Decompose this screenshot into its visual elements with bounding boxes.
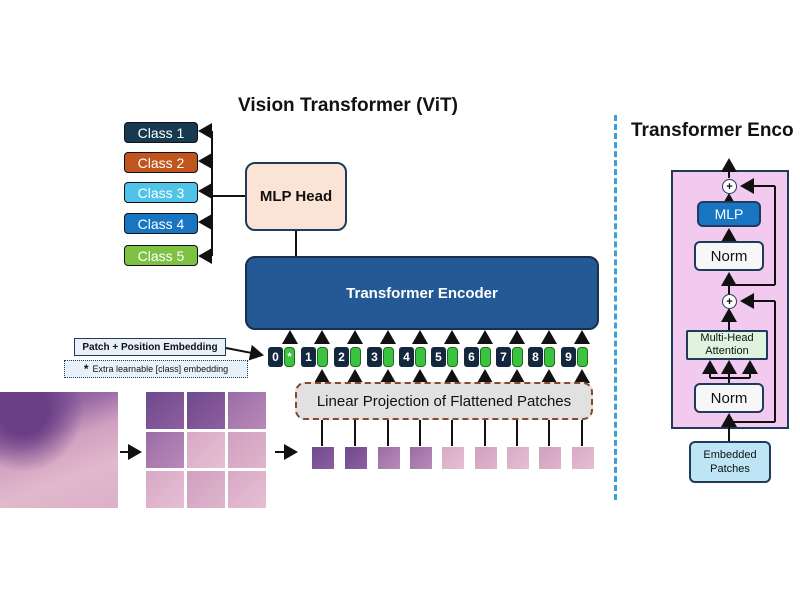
patch-position-embedding-text: Patch + Position Embedding: [82, 341, 218, 353]
encoder-mlp-box: MLP: [697, 201, 761, 227]
token-number-6-text: 6: [468, 350, 475, 364]
extra-class-embedding-label: * Extra learnable [class] embedding: [64, 360, 248, 378]
token-vector-1: [317, 347, 328, 367]
flattened-patch-6: [475, 447, 497, 469]
patch-grid-image: [146, 392, 266, 508]
class-2-box: Class 2: [124, 152, 198, 173]
token-vector-7: [512, 347, 523, 367]
class-3-box: Class 3: [124, 182, 198, 203]
flattened-patch-7: [507, 447, 529, 469]
token-number-8: 8: [528, 347, 543, 367]
flattened-patch-9: [572, 447, 594, 469]
token-number-8-text: 8: [532, 350, 539, 364]
grid-patch: [187, 431, 225, 469]
grid-patch: [146, 392, 184, 429]
grid-patch: [228, 471, 266, 508]
encoder-detail-title: Transformer Enco: [631, 120, 794, 141]
linear-projection-label: Linear Projection of Flattened Patches: [316, 392, 572, 410]
class-4-label: Class 4: [137, 215, 185, 232]
class-token-mark: *: [287, 351, 292, 363]
grid-patch: [228, 431, 266, 469]
token-number-0-text: 0: [272, 350, 279, 364]
residual-add-bottom-symbol: +: [726, 295, 733, 308]
mlp-head-box: MLP Head: [245, 162, 347, 231]
token-vector-9: [577, 347, 588, 367]
grid-patch: [146, 471, 184, 508]
token-number-4-text: 4: [403, 350, 410, 364]
multi-head-attention-label: Multi-Head Attention: [700, 332, 754, 357]
extra-class-embedding-star: *: [83, 362, 89, 376]
token-number-9: 9: [561, 347, 576, 367]
grid-patch: [146, 431, 184, 469]
flattened-patch-1: [312, 447, 334, 469]
token-number-2: 2: [334, 347, 349, 367]
flattened-patch-3: [378, 447, 400, 469]
token-number-5: 5: [431, 347, 446, 367]
patch-position-embedding-label: Patch + Position Embedding: [74, 338, 226, 356]
mlp-head-label: MLP Head: [259, 188, 333, 205]
embedded-patches-box: Embedded Patches: [689, 441, 771, 483]
encoder-norm-top-box: Norm: [694, 241, 764, 271]
class-2-label: Class 2: [137, 154, 185, 171]
multi-head-attention-box: Multi-Head Attention: [686, 330, 768, 360]
encoder-norm-bottom-box: Norm: [694, 383, 764, 413]
extra-class-embedding-text: Extra learnable [class] embedding: [92, 364, 229, 374]
token-number-0: 0: [268, 347, 283, 367]
token-vector-8: [544, 347, 555, 367]
grid-patch: [228, 392, 266, 429]
class-1-label: Class 1: [137, 124, 185, 141]
embedded-patches-label: Embedded Patches: [703, 448, 757, 475]
token-vector-3: [383, 347, 394, 367]
flattened-patch-5: [442, 447, 464, 469]
encoder-mlp-label: MLP: [714, 206, 744, 222]
token-number-3: 3: [367, 347, 382, 367]
token-vector-4: [415, 347, 426, 367]
transformer-encoder-label: Transformer Encoder: [346, 284, 498, 302]
grid-patch: [187, 392, 225, 429]
token-number-6: 6: [464, 347, 479, 367]
class-1-box: Class 1: [124, 122, 198, 143]
token-number-7: 7: [496, 347, 511, 367]
token-vector-5: [447, 347, 458, 367]
residual-add-top: +: [722, 179, 737, 194]
residual-add-top-symbol: +: [726, 180, 733, 193]
encoder-norm-top-label: Norm: [710, 247, 748, 265]
token-number-3-text: 3: [371, 350, 378, 364]
flattened-patch-4: [410, 447, 432, 469]
class-5-label: Class 5: [137, 247, 185, 264]
residual-add-bottom: +: [722, 294, 737, 309]
token-number-5-text: 5: [435, 350, 442, 364]
token-number-1: 1: [301, 347, 316, 367]
linear-projection-box: Linear Projection of Flattened Patches: [295, 382, 593, 420]
token-vector-2: [350, 347, 361, 367]
vit-title: Vision Transformer (ViT): [238, 95, 458, 116]
token-number-1-text: 1: [305, 350, 312, 364]
encoder-norm-bottom-label: Norm: [710, 389, 748, 407]
class-token-vector: *: [284, 347, 295, 367]
token-number-4: 4: [399, 347, 414, 367]
class-3-label: Class 3: [137, 184, 185, 201]
token-number-2-text: 2: [338, 350, 345, 364]
class-5-box: Class 5: [124, 245, 198, 266]
flattened-patch-8: [539, 447, 561, 469]
flattened-patch-2: [345, 447, 367, 469]
transformer-encoder-box: Transformer Encoder: [245, 256, 599, 330]
token-number-9-text: 9: [565, 350, 572, 364]
histology-input-image: [0, 392, 118, 508]
class-4-box: Class 4: [124, 213, 198, 234]
grid-patch: [187, 471, 225, 508]
token-number-7-text: 7: [500, 350, 507, 364]
section-divider: [614, 115, 617, 500]
token-vector-6: [480, 347, 491, 367]
